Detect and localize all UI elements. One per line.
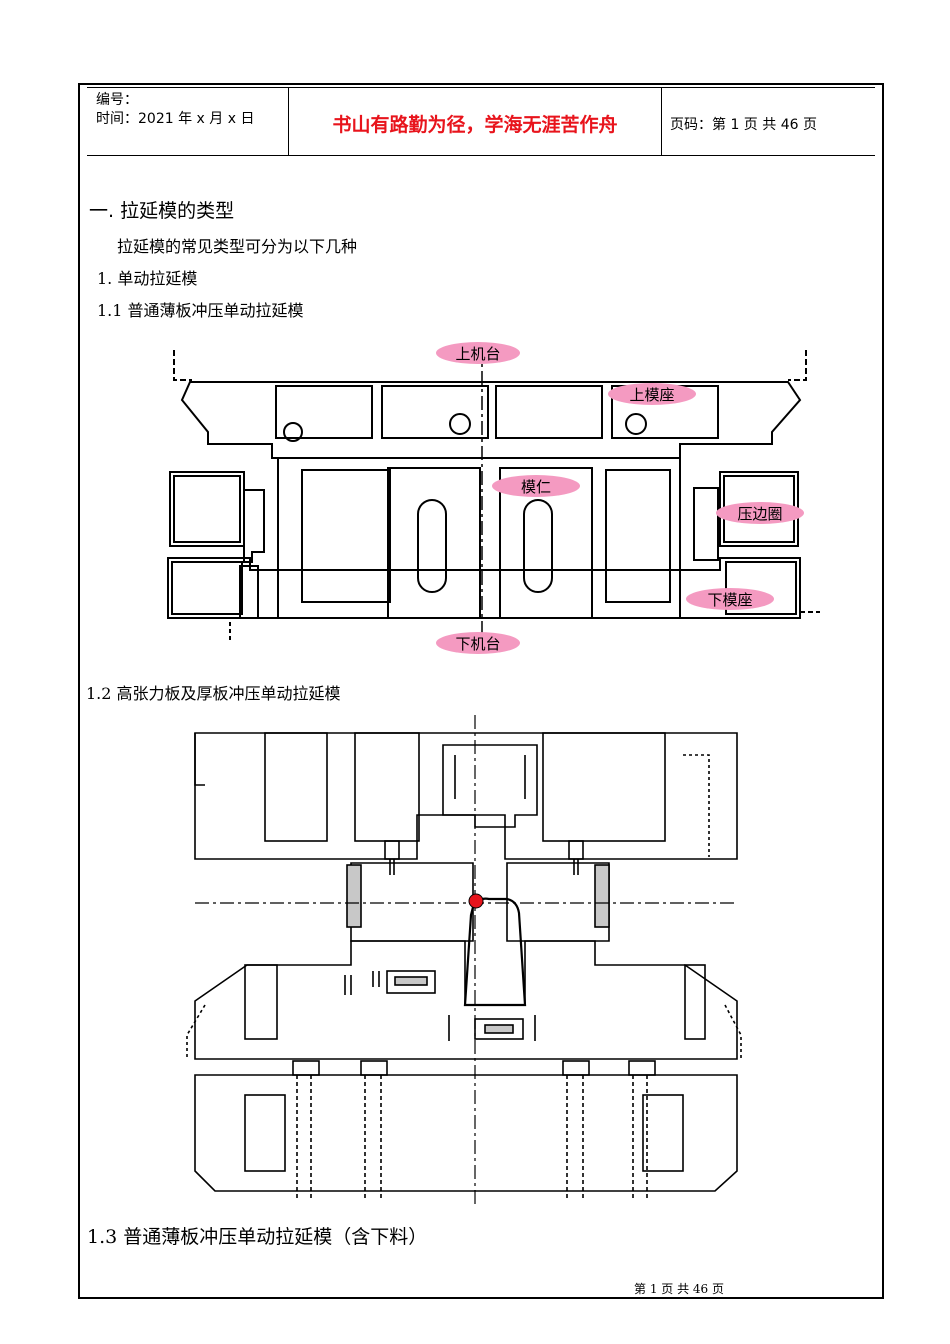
item-1-2: 1.2 高张力板及厚板冲压单动拉延模 bbox=[86, 684, 341, 703]
label-blank-holder: 压边圈 bbox=[737, 505, 782, 523]
number-label: 编号： bbox=[96, 92, 138, 108]
label-upper-press: 上机台 bbox=[455, 345, 500, 363]
label-lower-press-bg bbox=[436, 632, 520, 654]
section-title: 一. 拉延模的类型 bbox=[89, 200, 235, 222]
header-top-rule bbox=[87, 87, 875, 88]
header-meta: 编号： 时间：2021 年 x 月 x 日 bbox=[96, 91, 254, 129]
header-divider bbox=[288, 87, 289, 155]
header-divider bbox=[661, 87, 662, 155]
header-bottom-rule bbox=[87, 155, 875, 156]
label-lower-die-seat: 下模座 bbox=[707, 591, 752, 609]
label-blank-holder-bg bbox=[716, 502, 804, 524]
label-lower-die-seat-bg bbox=[686, 588, 774, 610]
page-footer: 第 1 页 共 46 页 bbox=[634, 1282, 724, 1296]
intro-text: 拉延模的常见类型可分为以下几种 bbox=[117, 237, 358, 256]
draw-die-figure-1: 上机台 上模座 模仁 压边圈 下模座 下机台 bbox=[167, 342, 820, 654]
time-text: 时间：2021 年 x 月 x 日 bbox=[96, 111, 255, 127]
header-motto: 书山有路勤为径，学海无涯苦作舟 bbox=[332, 114, 618, 136]
label-lower-press: 下机台 bbox=[455, 635, 500, 653]
page-code: 页码：第 1 页 共 46 页 bbox=[670, 117, 817, 133]
item-1-3: 1.3 普通薄板冲压单动拉延模（含下料） bbox=[87, 1226, 428, 1248]
item-1-1: 1.1 普通薄板冲压单动拉延模 bbox=[97, 301, 304, 320]
page-frame bbox=[78, 83, 884, 1299]
label-punch-bg bbox=[492, 475, 580, 497]
label-upper-die-seat: 上模座 bbox=[629, 386, 674, 404]
label-upper-die-seat-bg bbox=[608, 383, 696, 405]
label-punch: 模仁 bbox=[521, 478, 551, 496]
item-1: 1. 单动拉延模 bbox=[97, 269, 198, 288]
draw-die-figure-2 bbox=[186, 715, 742, 1205]
label-upper-press-bg bbox=[436, 342, 520, 364]
